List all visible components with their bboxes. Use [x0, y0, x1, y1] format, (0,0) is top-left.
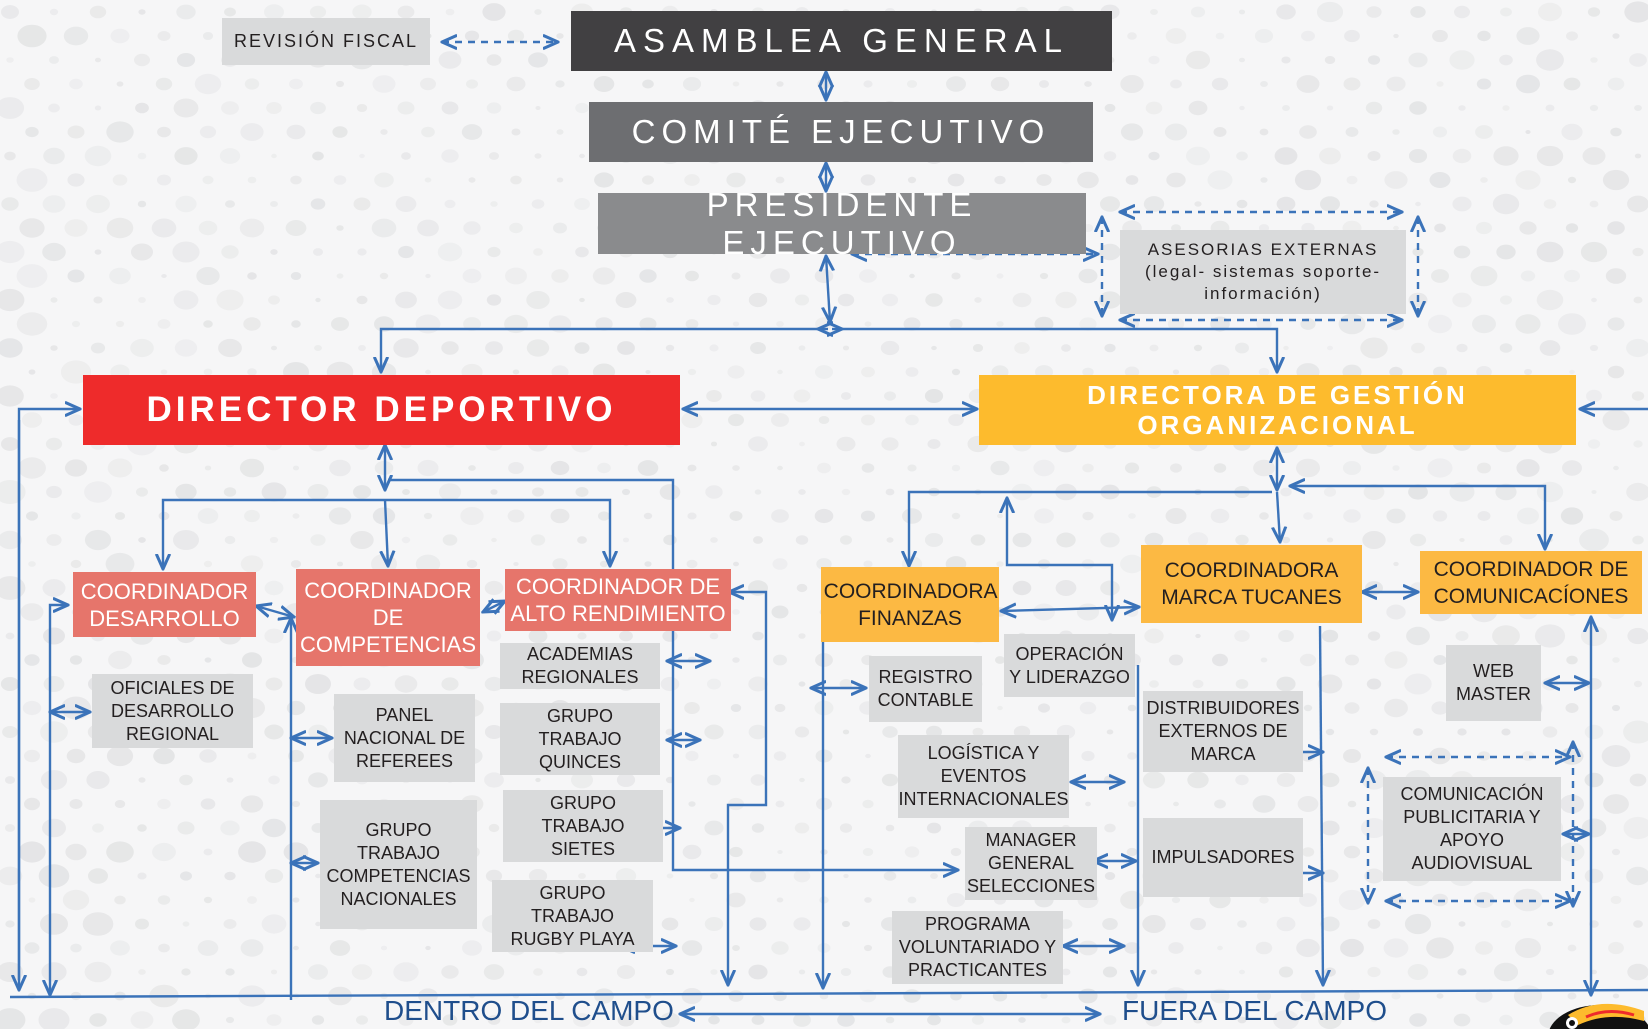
grupo-quinces-box: GRUPO TRABAJO QUINCES — [500, 703, 660, 775]
asesorias-externas-detail-2: información) — [1204, 284, 1322, 303]
directora-gestion-label-2: ORGANIZACIONAL — [1137, 410, 1418, 440]
directora-gestion-box: DIRECTORA DE GESTIÓN ORGANIZACIONAL — [979, 375, 1576, 445]
web-master-box: WEB MASTER — [1446, 645, 1541, 721]
grupo-rugby-playa-label: GRUPO TRABAJO RUGBY PLAYA — [510, 882, 635, 949]
coordinador-comunicaciones-label: COORDINADOR DE COMUNICACÍONES — [1433, 557, 1629, 608]
operacion-liderazgo-label: OPERACIÓN Y LIDERAZGO — [1009, 643, 1130, 687]
coordinadora-finanzas-label: COORDINADORA FINANZAS — [823, 579, 998, 630]
logistica-eventos-box: LOGÍSTICA Y EVENTOS INTERNACIONALES — [898, 735, 1069, 818]
grupo-competencias-box: GRUPO TRABAJO COMPETENCIAS NACIONALES — [320, 800, 477, 929]
logistica-eventos-label: LOGÍSTICA Y EVENTOS INTERNACIONALES — [898, 743, 1069, 809]
voluntariado-practicantes-box: PROGRAMA VOLUNTARIADO Y PRACTICANTES — [892, 911, 1063, 984]
coordinador-desarrollo-label: COORDINADOR DESARROLLO — [80, 578, 249, 631]
director-deportivo-box: DIRECTOR DEPORTIVO — [83, 375, 680, 445]
coordinadora-marca-label: COORDINADORA MARCA TUCANES — [1161, 559, 1342, 609]
web-master-label: WEB MASTER — [1455, 661, 1531, 704]
manager-selecciones-box: MANAGER GENERAL SELECCIONES — [965, 827, 1097, 900]
coordinadora-finanzas-box: COORDINADORA FINANZAS — [821, 567, 999, 642]
coordinador-comunicaciones-box: COORDINADOR DE COMUNICACÍONES — [1420, 551, 1642, 614]
dentro-del-campo-label: DENTRO DEL CAMPO — [384, 995, 674, 1026]
presidente-ejecutivo-box: PRESIDENTE EJECUTIVO — [598, 186, 1086, 261]
academias-regionales-box: ACADEMIAS REGIONALES — [500, 643, 660, 689]
coordinador-competencias-label: COORDINADOR DE COMPETENCIAS — [300, 578, 477, 657]
asamblea-general-box: ASAMBLEA GENERAL — [571, 11, 1112, 71]
voluntariado-practicantes-label: PROGRAMA VOLUNTARIADO Y PRACTICANTES — [898, 914, 1057, 980]
distribuidores-externos-label: DISTRIBUIDORES EXTERNOS DE MARCA — [1146, 698, 1300, 764]
presidente-ejecutivo-label: PRESIDENTE EJECUTIVO — [706, 185, 978, 261]
toucan-icon — [1549, 1003, 1648, 1029]
comunicacion-publicitaria-label: COMUNICACIÓN PUBLICITARIA Y APOYO AUDIOV… — [1400, 784, 1544, 873]
comite-ejecutivo-box: COMITÉ EJECUTIVO — [589, 102, 1093, 162]
director-deportivo-label: DIRECTOR DEPORTIVO — [146, 390, 617, 429]
comunicacion-publicitaria-box: COMUNICACIÓN PUBLICITARIA Y APOYO AUDIOV… — [1383, 777, 1561, 881]
panel-referees-label: PANEL NACIONAL DE REFEREES — [343, 704, 466, 771]
comite-ejecutivo-label: COMITÉ EJECUTIVO — [631, 113, 1051, 150]
coordinador-desarrollo-box: COORDINADOR DESARROLLO — [73, 572, 256, 637]
asamblea-general-label: ASAMBLEA GENERAL — [614, 22, 1069, 59]
manager-selecciones-label: MANAGER GENERAL SELECCIONES — [966, 830, 1096, 896]
asesorias-externas-detail-1: (legal- sistemas soporte- — [1144, 262, 1382, 281]
grupo-rugby-playa-box: GRUPO TRABAJO RUGBY PLAYA — [492, 880, 653, 952]
grupo-quinces-label: GRUPO TRABAJO QUINCES — [538, 705, 622, 772]
academias-regionales-label: ACADEMIAS REGIONALES — [521, 644, 639, 687]
coordinador-alto-rendimiento-box: COORDINADOR DE ALTO RENDIMIENTO — [505, 569, 731, 631]
distribuidores-externos-box: DISTRIBUIDORES EXTERNOS DE MARCA — [1143, 691, 1303, 772]
grupo-sietes-box: GRUPO TRABAJO SIETES — [503, 790, 663, 862]
directora-gestion-label-1: DIRECTORA DE GESTIÓN — [1087, 380, 1468, 410]
fuera-del-campo-label: FUERA DEL CAMPO — [1122, 995, 1388, 1026]
coordinador-alto-rendimiento-label: COORDINADOR DE ALTO RENDIMIENTO — [510, 574, 726, 626]
asesorias-externas-title: ASESORIAS EXTERNAS — [1147, 240, 1379, 259]
coordinador-competencias-box: COORDINADOR DE COMPETENCIAS — [296, 569, 480, 666]
operacion-liderazgo-box: OPERACIÓN Y LIDERAZGO — [1004, 634, 1135, 697]
registro-contable-label: REGISTRO CONTABLE — [877, 667, 974, 710]
registro-contable-box: REGISTRO CONTABLE — [869, 656, 982, 722]
asesorias-externas-box: ASESORIAS EXTERNAS (legal- sistemas sopo… — [1120, 230, 1406, 314]
grupo-competencias-label: GRUPO TRABAJO COMPETENCIAS NACIONALES — [326, 819, 471, 909]
impulsadores-label: IMPULSADORES — [1151, 847, 1295, 867]
revision-fiscal-label: REVISIÓN FISCAL — [233, 31, 419, 51]
panel-referees-box: PANEL NACIONAL DE REFEREES — [334, 694, 475, 782]
oficiales-desarrollo-label: OFICIALES DE DESARROLLO REGIONAL — [110, 677, 235, 744]
impulsadores-box: IMPULSADORES — [1143, 818, 1303, 897]
oficiales-desarrollo-box: OFICIALES DE DESARROLLO REGIONAL — [92, 674, 253, 748]
revision-fiscal-box: REVISIÓN FISCAL — [222, 18, 430, 65]
coordinadora-marca-box: COORDINADORA MARCA TUCANES — [1141, 545, 1362, 623]
grupo-sietes-label: GRUPO TRABAJO SIETES — [541, 792, 625, 859]
